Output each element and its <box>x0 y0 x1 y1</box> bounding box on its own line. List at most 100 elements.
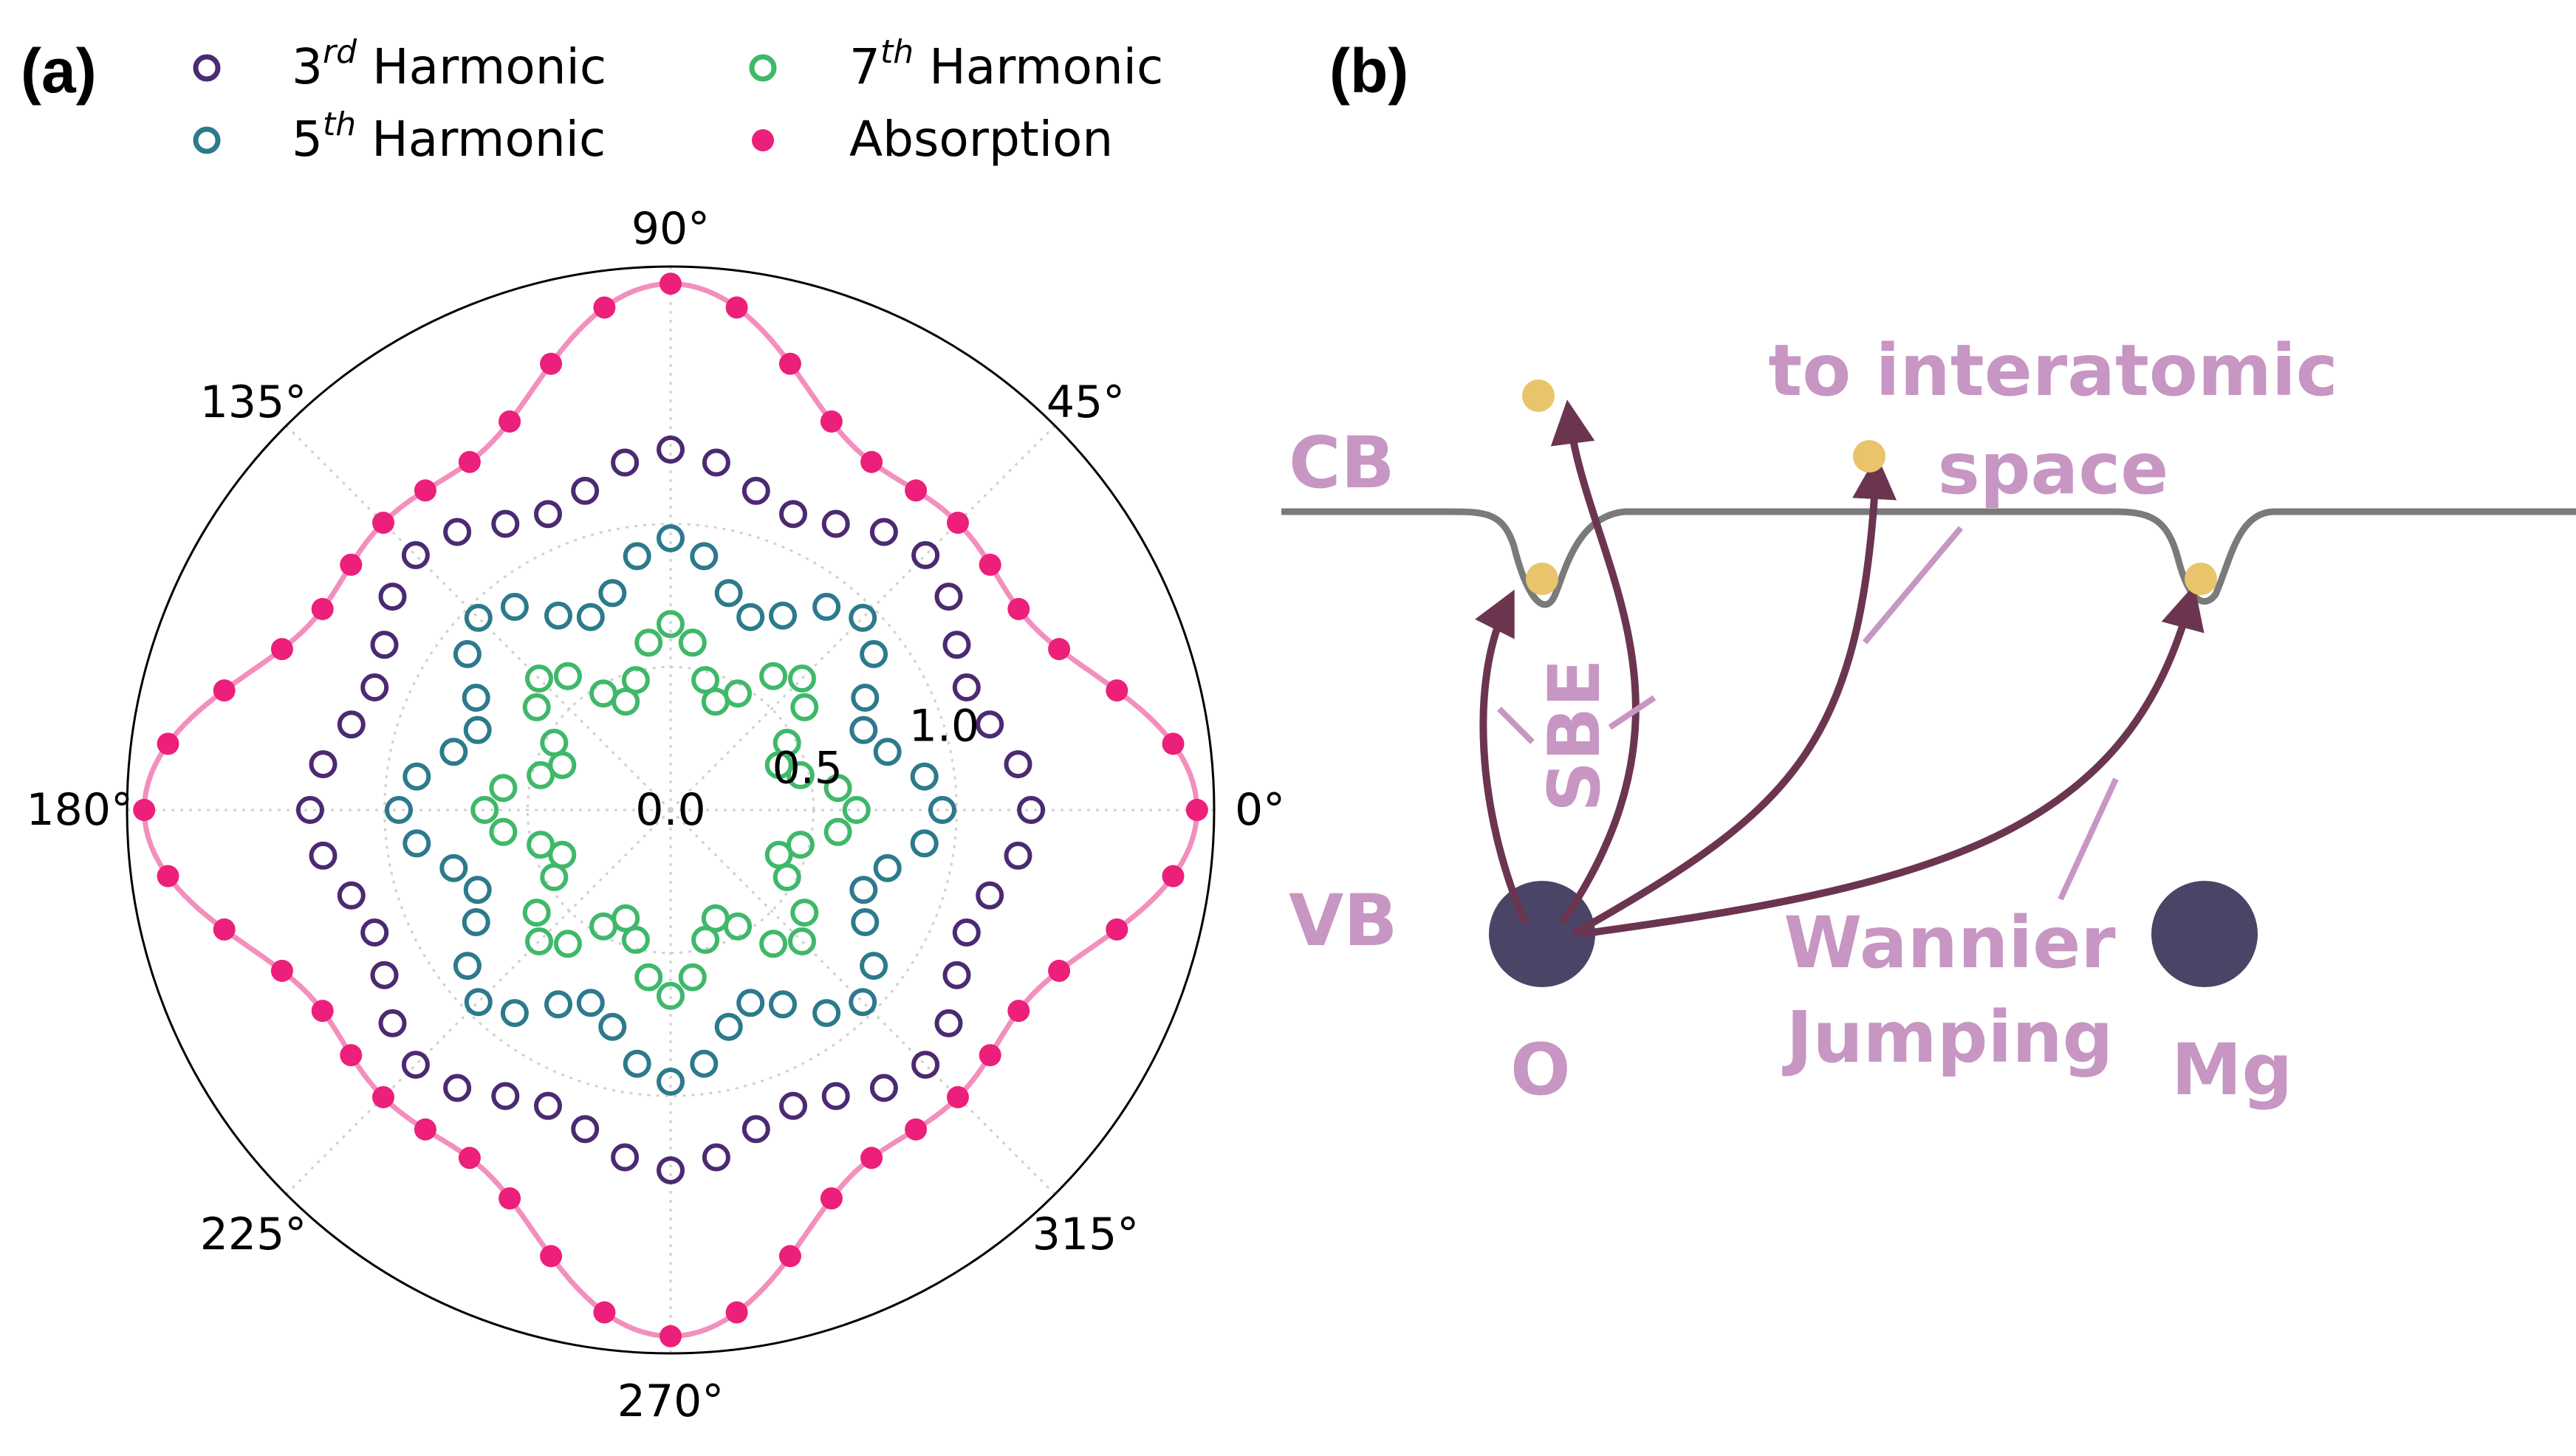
data-point-1 <box>869 518 898 546</box>
data-point-4 <box>979 553 1001 576</box>
data-point-4 <box>1007 1000 1030 1023</box>
data-point-2 <box>910 762 939 791</box>
data-point-2 <box>812 592 841 621</box>
data-point-4 <box>270 959 293 982</box>
data-point-1 <box>1017 796 1046 824</box>
data-point-2 <box>453 952 482 981</box>
electron-interatomic <box>1853 440 1885 473</box>
data-point-2 <box>439 738 468 766</box>
theta-tick-label: 90° <box>631 203 710 255</box>
data-point-4 <box>1048 959 1071 982</box>
label-o: O <box>1510 1029 1571 1111</box>
data-point-3 <box>540 729 569 757</box>
legend-label-seventh: 7th Harmonic <box>849 33 1163 95</box>
data-point-4 <box>213 679 236 702</box>
data-point-1 <box>741 1115 770 1144</box>
data-point-1 <box>491 509 520 538</box>
data-point-3 <box>657 981 685 1010</box>
data-point-3 <box>489 774 518 803</box>
data-point-2 <box>714 1012 743 1041</box>
sbe-pointer-left <box>1497 707 1535 744</box>
data-point-3 <box>790 899 819 927</box>
r-tick-label: 0.0 <box>635 784 705 836</box>
data-point-2 <box>500 592 529 621</box>
data-point-3 <box>522 899 551 927</box>
data-point-3 <box>634 628 663 657</box>
data-point-2 <box>851 908 880 936</box>
data-point-3 <box>788 927 816 955</box>
data-point-2 <box>453 639 482 668</box>
data-point-3 <box>786 760 815 789</box>
data-point-1 <box>911 540 940 569</box>
data-point-3 <box>759 930 788 958</box>
data-point-3 <box>788 665 816 693</box>
data-point-2 <box>462 684 490 712</box>
data-point-4 <box>133 799 156 821</box>
data-point-3 <box>701 687 730 716</box>
data-point-1 <box>657 1156 685 1185</box>
data-point-1 <box>942 631 971 659</box>
data-point-1 <box>378 583 407 611</box>
data-point-2 <box>463 715 492 744</box>
data-point-2 <box>690 1049 719 1078</box>
theta-grid-line <box>669 808 1056 1195</box>
data-point-2 <box>439 854 468 882</box>
data-point-1 <box>534 1091 562 1120</box>
data-point-4 <box>414 479 436 502</box>
data-point-3 <box>678 963 707 992</box>
electron-mg-well <box>2185 563 2217 595</box>
data-point-4 <box>979 1044 1001 1067</box>
data-point-3 <box>657 610 685 639</box>
electron-excited <box>1522 380 1555 412</box>
data-point-1 <box>952 673 981 701</box>
data-point-4 <box>499 410 521 433</box>
data-point-1 <box>821 509 850 538</box>
magnesium-atom <box>2151 881 2258 987</box>
label-vb: VB <box>1289 879 1397 962</box>
data-point-3 <box>678 628 707 657</box>
data-point-2 <box>812 999 841 1028</box>
arrow-interatomic <box>1571 455 1897 938</box>
data-point-2 <box>544 601 572 630</box>
data-point-2 <box>910 829 939 858</box>
data-point-4 <box>820 1187 843 1210</box>
data-point-4 <box>372 512 394 534</box>
theta-grid-line <box>285 808 672 1195</box>
data-point-1 <box>611 448 640 477</box>
data-point-4 <box>1162 865 1185 887</box>
data-point-2 <box>849 715 878 744</box>
data-point-2 <box>623 542 651 571</box>
theta-tick-label: 270° <box>617 1376 724 1427</box>
polar-chart: 0.00.51.00°45°90°135°180°225°270°315° <box>26 203 1285 1427</box>
theta-grid-line <box>669 425 1056 811</box>
data-point-2 <box>657 524 685 552</box>
arrow-sbe-1 <box>1475 589 1529 924</box>
data-point-3 <box>701 904 730 933</box>
data-point-1 <box>295 796 324 824</box>
data-point-4 <box>725 1301 748 1324</box>
data-point-4 <box>593 296 616 319</box>
data-point-3 <box>759 662 788 690</box>
wannier-pointer <box>2058 777 2119 901</box>
data-point-1 <box>869 1074 898 1102</box>
data-point-3 <box>522 693 551 721</box>
data-point-4 <box>860 1147 883 1170</box>
data-point-1 <box>378 1009 407 1037</box>
data-point-1 <box>443 1074 472 1102</box>
data-point-3 <box>691 925 720 954</box>
label-sbe: SBE <box>1533 659 1616 812</box>
panel-label-a: (a) <box>21 36 97 106</box>
data-point-1 <box>976 710 1004 739</box>
legend: 3rd Harmonic 5th Harmonic 7th Harmonic A… <box>193 33 1163 168</box>
data-point-2 <box>576 989 605 1017</box>
data-point-3 <box>548 751 577 780</box>
data-point-2 <box>849 988 877 1017</box>
data-point-4 <box>1007 597 1030 620</box>
data-point-1 <box>779 1091 807 1120</box>
data-point-2 <box>690 542 719 571</box>
data-point-4 <box>372 1086 394 1108</box>
data-point-4 <box>340 1044 363 1067</box>
data-point-2 <box>464 988 493 1017</box>
data-point-4 <box>660 272 682 295</box>
data-point-2 <box>463 876 492 904</box>
